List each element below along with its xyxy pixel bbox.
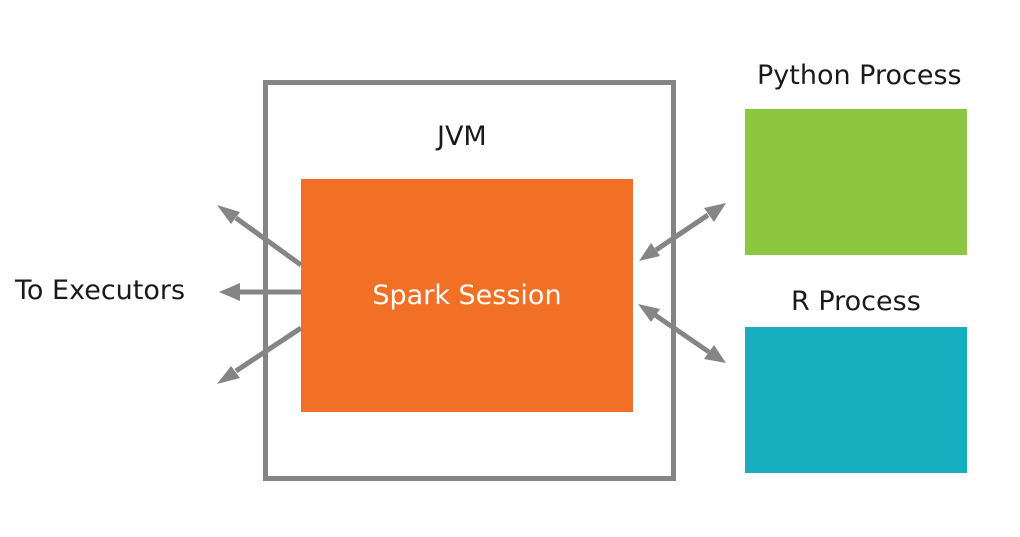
executor-arrow-down: [217, 325, 303, 384]
python-bidirectional-arrow: [639, 203, 726, 261]
spark-session-label: Spark Session: [372, 280, 562, 311]
jvm-label: JVM: [437, 121, 487, 152]
r-process-box: [745, 327, 967, 473]
spark-session-box: Spark Session: [301, 179, 633, 412]
executor-arrow-middle: [219, 283, 301, 301]
r-bidirectional-arrow: [638, 304, 726, 363]
executor-arrow-up: [217, 205, 303, 268]
python-process-label: Python Process: [757, 60, 962, 91]
jvm-box: [263, 80, 676, 481]
python-process-box: [745, 109, 967, 255]
to-executors-label: To Executors: [15, 275, 186, 306]
r-process-label: R Process: [791, 286, 921, 317]
